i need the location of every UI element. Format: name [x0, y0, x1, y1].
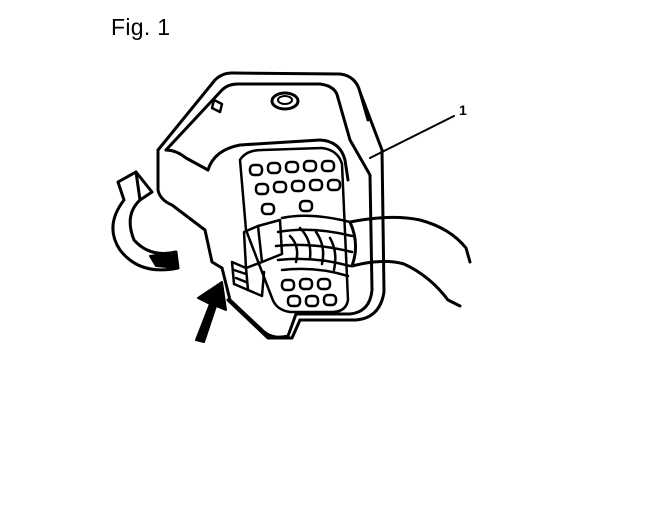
connector-housing	[156, 71, 386, 340]
cable-top-edge	[348, 215, 472, 264]
housing-left-wall	[156, 148, 224, 270]
cable-sheath-end	[348, 220, 357, 268]
figure-title: Fig. 1	[111, 14, 171, 40]
housing-front-lip	[206, 138, 350, 182]
cable-bottom-edge	[350, 259, 462, 308]
push-arrow	[195, 281, 227, 343]
wire-bundle	[274, 214, 354, 278]
pin-face	[238, 146, 350, 314]
housing-bottom-skirt	[220, 266, 298, 339]
housing-right-wall	[294, 96, 374, 316]
callout-leader-line	[369, 115, 455, 159]
housing-top-face	[156, 71, 370, 152]
callout-label-1: 1	[459, 102, 467, 118]
housing-slot	[210, 98, 224, 114]
cable	[348, 215, 472, 308]
latch-knob	[270, 91, 300, 111]
pin-face-frame	[238, 146, 350, 314]
curved-rotate-arrow	[111, 170, 180, 272]
housing-bottom-edge	[226, 298, 302, 340]
housing-right-outer	[298, 90, 386, 322]
housing-left-inner	[164, 148, 210, 172]
pin-cavities	[248, 159, 342, 308]
lock-lever	[230, 218, 284, 298]
housing-top-inner-edge	[164, 82, 340, 152]
